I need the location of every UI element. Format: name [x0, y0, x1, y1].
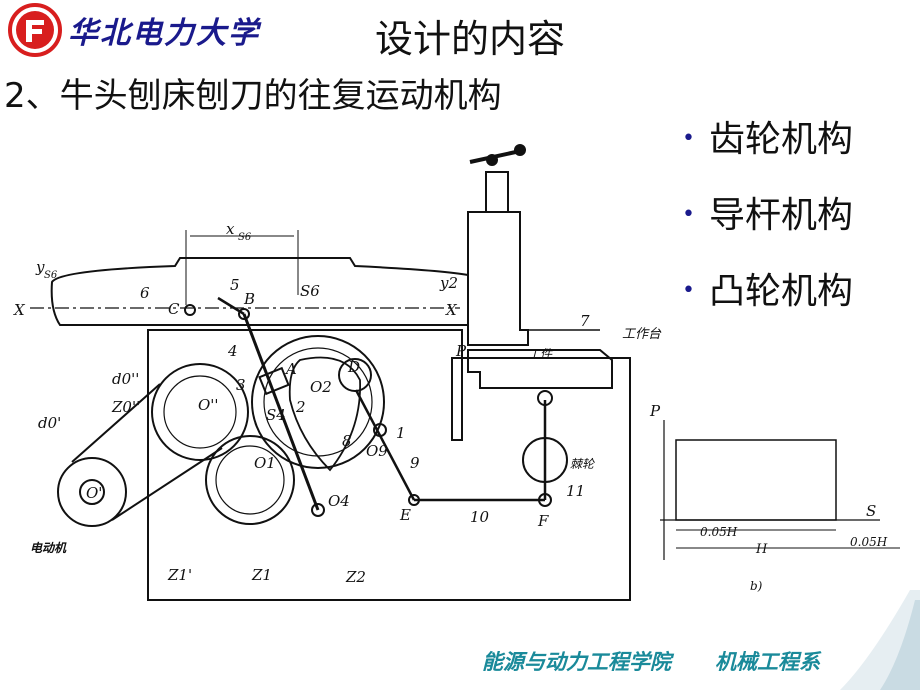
bullet-item: • 齿轮机构	[682, 112, 853, 188]
label-op: O'	[86, 484, 102, 502]
graph-s-label: S	[866, 502, 876, 520]
label-b: B	[243, 290, 255, 308]
section-subtitle: 2、牛头刨床刨刀的往复运动机构	[4, 76, 502, 116]
label-z1p: Z1'	[167, 566, 192, 584]
label-8: 8	[342, 432, 352, 450]
label-z1: Z1	[251, 566, 272, 584]
label-c: C	[168, 300, 180, 318]
university-logo: 华北电力大学	[6, 2, 258, 58]
label-xs6: x	[226, 220, 235, 238]
corner-decoration	[840, 590, 920, 690]
label-4: 4	[227, 342, 238, 360]
label-s4: S4	[266, 406, 286, 424]
label-x-left: X	[13, 301, 26, 319]
label-z0pp: Z0''	[111, 398, 140, 416]
label-2: 2	[295, 398, 306, 416]
guide-bar-4	[242, 313, 320, 511]
label-s6: S6	[300, 282, 320, 300]
graph-005h-right-label: 0.05H	[850, 535, 888, 549]
link-9	[354, 389, 416, 501]
label-d0p: d0'	[38, 414, 61, 432]
graph-p-label: P	[649, 402, 661, 420]
cam-8	[288, 356, 361, 472]
label-z2: Z2	[345, 568, 366, 586]
machine-frame	[147, 329, 631, 601]
label-o4: O4	[328, 492, 350, 510]
university-name: 华北电力大学	[68, 16, 260, 51]
label-1: 1	[396, 424, 406, 442]
label-ys6-sub: S6	[44, 270, 58, 281]
tool-head-column	[467, 211, 529, 346]
label-p: P	[455, 342, 467, 360]
graph-caption: b)	[750, 579, 763, 593]
worktable	[467, 349, 613, 389]
label-o9: O9	[366, 442, 388, 460]
bullet-dot-icon: •	[682, 202, 695, 227]
label-o2: O2	[310, 378, 332, 396]
label-5: 5	[230, 276, 240, 294]
label-xs6-sub: S6	[238, 232, 252, 243]
label-6: 6	[140, 284, 150, 302]
bullet-label: 齿轮机构	[708, 119, 853, 160]
label-o1: O1	[254, 454, 276, 472]
gear-z2	[251, 335, 385, 469]
bullet-dot-icon: •	[682, 126, 695, 151]
footer: 能源与动力工程学院 机械工程系	[482, 646, 820, 676]
label-worktable: 工作台	[622, 327, 662, 342]
gear-z1	[205, 435, 295, 525]
graph-h-label: H	[755, 542, 768, 557]
label-y2: y2	[439, 274, 458, 292]
label-10: 10	[470, 508, 490, 526]
ratchet-wheel	[522, 437, 568, 483]
graph-005h-label: 0.05H	[700, 525, 738, 539]
label-workpiece: 工件	[528, 347, 553, 361]
label-opp: O''	[198, 396, 219, 414]
ram-body	[50, 257, 469, 326]
label-9: 9	[410, 454, 420, 472]
bullet-dot-icon: •	[682, 278, 695, 303]
force-profile	[675, 439, 837, 521]
label-motor: 电动机	[30, 541, 67, 555]
university-emblem-icon	[8, 3, 62, 57]
label-11: 11	[566, 482, 585, 500]
gear-z0pp	[151, 363, 249, 461]
bullet-list: • 齿轮机构 • 导杆机构 • 凸轮机构	[682, 112, 853, 340]
label-ys6: y	[35, 258, 45, 276]
label-3: 3	[236, 376, 246, 394]
label-d0pp: d0''	[112, 370, 139, 388]
label-ratchet: 棘轮	[570, 457, 595, 471]
label-f: F	[537, 512, 549, 530]
slider-3	[258, 366, 290, 396]
label-x-right: X	[445, 301, 458, 319]
bullet-item: • 导杆机构	[682, 188, 853, 264]
shaper-mechanism-diagram: x S6 y S6 X X 6 C 5 B S6 y2 7 工作台 P 工件 d…	[13, 144, 900, 601]
label-e: E	[399, 506, 411, 524]
label-d: D	[347, 358, 360, 376]
label-7: 7	[580, 312, 590, 330]
motor-pulley	[57, 457, 127, 527]
bullet-label: 导杆机构	[708, 195, 853, 236]
bullet-item: • 凸轮机构	[682, 264, 853, 340]
footer-department: 机械工程系	[715, 649, 820, 674]
feed-screw	[485, 171, 509, 213]
bullet-label: 凸轮机构	[708, 271, 853, 312]
roller-d	[338, 358, 372, 392]
handwheel-knob-icon	[486, 154, 498, 166]
footer-college: 能源与动力工程学院	[482, 649, 671, 674]
label-a: A	[284, 360, 297, 378]
page-title: 设计的内容	[374, 17, 565, 61]
